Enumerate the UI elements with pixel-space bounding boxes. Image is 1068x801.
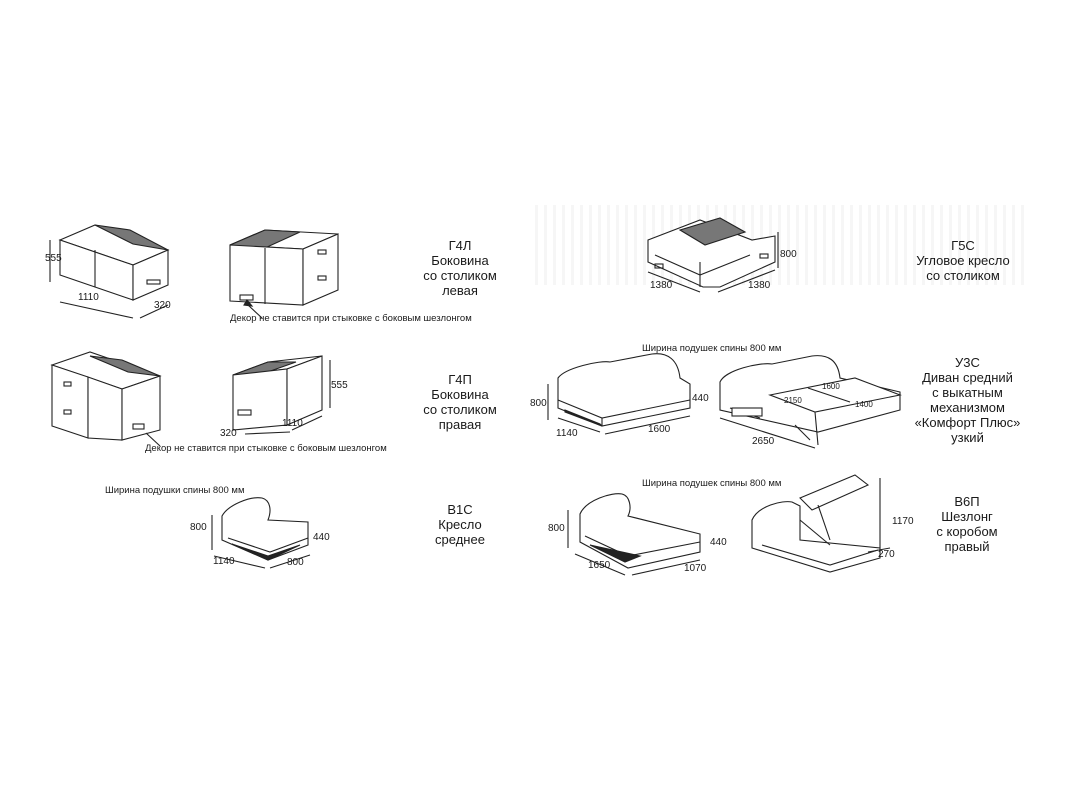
dim-v6p-width: 1070	[684, 563, 707, 574]
dim-u3s-width: 1600	[648, 424, 671, 435]
note-v6p-cushions: Ширина подушек спины 800 мм	[642, 478, 782, 489]
label-g4l-line3: левая	[442, 283, 478, 298]
label-g4p-code: Г4П	[448, 372, 472, 387]
label-v6p-line3: правый	[944, 539, 990, 554]
dim-g5s-b: 1380	[748, 280, 771, 291]
label-g4p-line2: со столиком	[423, 402, 497, 417]
label-g4p-line1: Боковина	[431, 387, 489, 402]
dim-v6p-height: 800	[548, 523, 565, 534]
dim-g4p-width: 1110	[282, 418, 303, 429]
label-g4l: Г4Л Боковина со столиком левая	[405, 238, 515, 298]
label-v6p-code: В6П	[954, 494, 980, 509]
label-v6p: В6П Шезлонг с коробом правый	[912, 494, 1022, 554]
label-u3s-line5: узкий	[951, 430, 984, 445]
label-v6p-line2: с коробом	[936, 524, 998, 539]
dim-u3s-ext-width: 2650	[752, 436, 775, 447]
label-g4l-code: Г4Л	[448, 238, 472, 253]
dim-u3s-depth: 1140	[556, 428, 578, 439]
label-g4l-line1: Боковина	[431, 253, 489, 268]
label-u3s: У3С Диван средний с выкатным механизмом …	[905, 355, 1030, 445]
label-v6p-line1: Шезлонг	[941, 509, 993, 524]
label-g4p-line3: правая	[438, 417, 482, 432]
dim-u3s-height: 800	[530, 398, 547, 409]
label-u3s-line1: Диван средний	[922, 370, 1013, 385]
dim-v6p-seat: 440	[710, 537, 727, 548]
note-v1s-cushion: Ширина подушки спины 800 мм	[105, 485, 245, 496]
label-u3s-line4: «Комфорт Плюс»	[914, 415, 1021, 430]
drawing-v1s	[211, 497, 311, 569]
drawing-g4l-left	[49, 224, 170, 319]
label-v1s-code: В1С	[447, 502, 473, 517]
dim-g4l-depth: 320	[154, 300, 171, 311]
dim-u3s-s3: 1400	[855, 400, 873, 409]
dim-v1s-depth: 1140	[213, 556, 235, 567]
label-g5s: Г5С Угловое кресло со столиком	[908, 238, 1018, 283]
label-v1s-line2: среднее	[435, 532, 485, 547]
drawing-v6p-closed	[567, 493, 701, 576]
drawing-v6p-open	[751, 474, 891, 573]
dim-v1s-width: 800	[287, 557, 304, 568]
dim-v1s-height: 800	[190, 522, 207, 533]
note-u3s-cushions: Ширина подушек спины 800 мм	[642, 343, 782, 354]
drawing-g4l-right	[229, 229, 339, 319]
dim-v6p-box: 270	[878, 549, 895, 560]
label-u3s-code: У3С	[955, 355, 980, 370]
label-u3s-line3: механизмом	[930, 400, 1005, 415]
watermark	[535, 205, 1025, 285]
drawing-u3s-open	[719, 355, 902, 449]
drawing-g4p-right	[232, 355, 331, 435]
dim-g4l-width: 1110	[78, 292, 99, 303]
label-g5s-code: Г5С	[951, 238, 975, 253]
dim-g5s-height: 800	[780, 249, 797, 260]
label-v1s-line1: Кресло	[438, 517, 482, 532]
dim-g4l-height: 555	[45, 253, 62, 264]
dim-u3s-s1: 2150	[784, 396, 802, 405]
label-g4l-line2: со столиком	[423, 268, 497, 283]
note-g4l-decor: Декор не ставится при стыковке с боковым…	[230, 313, 472, 324]
label-g5s-line1: Угловое кресло	[916, 253, 1010, 268]
dim-g4p-depth: 320	[220, 428, 237, 439]
label-v1s: В1С Кресло среднее	[405, 502, 515, 547]
dim-u3s-s2: 1600	[822, 382, 840, 391]
drawing-u3s-closed	[547, 353, 691, 435]
dim-g5s-a: 1380	[650, 280, 673, 291]
drawing-g5s	[647, 217, 779, 293]
dim-u3s-seat: 440	[692, 393, 709, 404]
dim-v6p-open: 1170	[892, 516, 914, 527]
label-g5s-line2: со столиком	[926, 268, 1000, 283]
dim-g4p-height: 555	[331, 380, 348, 391]
drawing-g4p-left	[50, 351, 162, 447]
note-g4p-decor: Декор не ставится при стыковке с боковым…	[145, 443, 387, 454]
dim-v1s-seat: 440	[313, 532, 330, 543]
dim-v6p-depth: 1650	[588, 560, 611, 571]
label-u3s-line2: с выкатным	[932, 385, 1003, 400]
label-g4p: Г4П Боковина со столиком правая	[405, 372, 515, 432]
